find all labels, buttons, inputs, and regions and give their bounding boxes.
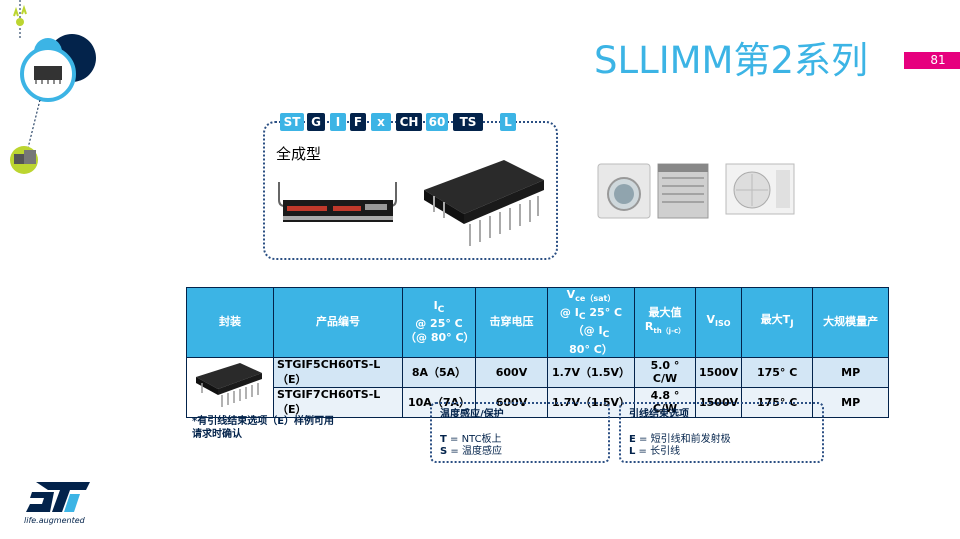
part-code-box: ST xyxy=(280,113,304,131)
rth-top: 最大值 xyxy=(648,306,682,320)
col-part-number: 产品编号 xyxy=(273,287,403,358)
part-code-box: F xyxy=(350,113,366,131)
col-tj: 最大TJ xyxy=(741,287,814,358)
row1-ic: 8A（5A） xyxy=(402,356,476,388)
temp-sense-title: 温度感应/保护 xyxy=(440,409,504,420)
col-vce: Vce（sat） @ IC 25° C （@ IC 80° C） xyxy=(547,287,635,358)
part-code-box: TS xyxy=(453,113,483,131)
table-header-row: 封装 产品编号 IC @ 25° C （@ 80° C） 击穿电压 Vce（sa… xyxy=(186,287,890,358)
temp-sense-line-s: S = 温度感应 xyxy=(440,446,502,457)
col-breakdown: 击穿电压 xyxy=(475,287,548,358)
vce-cond-80: （@ IC 80° C） xyxy=(569,324,613,356)
col-ic: IC @ 25° C （@ 80° C） xyxy=(402,287,476,358)
row1-tj: 175° C xyxy=(741,356,814,388)
vce-symbol: V xyxy=(566,288,576,301)
part-code-box: CH xyxy=(396,113,422,131)
row1-vce: 1.7V（1.5V） xyxy=(547,356,635,388)
col-package: 封装 xyxy=(186,287,274,358)
ic-subscript: C xyxy=(437,304,445,316)
rth-symbol: R xyxy=(644,320,654,334)
page-number-badge: 81 xyxy=(904,52,960,69)
package-image-cell xyxy=(186,356,274,418)
part-code-box: L xyxy=(500,113,516,131)
st-logo xyxy=(26,480,92,514)
row2-viso: 1500V xyxy=(694,386,743,418)
logo-tagline: life.augmented xyxy=(24,516,85,525)
appliance-images xyxy=(596,160,796,220)
vce-subscript: ce（sat） xyxy=(575,294,616,304)
temp-sense-line-t: T = NTC板上 xyxy=(440,434,502,445)
lead-option-box: 引线结束选项 E = 短引线和前发射极 L = 长引线 xyxy=(619,402,824,463)
product-table: 封装 产品编号 IC @ 25° C （@ 80° C） 击穿电压 Vce（sa… xyxy=(186,287,890,418)
module-graphic xyxy=(424,160,544,246)
row1-rth: 5.0 ° C/W xyxy=(634,356,696,388)
note-line-1: *有引线结束选项（E）样例可用 xyxy=(192,416,335,427)
slide-title: SLLIMM第2系列 xyxy=(594,39,869,82)
row1-viso: 1500V xyxy=(694,356,743,388)
row1-status: MP xyxy=(812,356,890,388)
appliance-graphic xyxy=(597,163,795,219)
col-viso: VISO xyxy=(694,287,743,358)
ic-symbol: I xyxy=(433,299,438,313)
page-number: 81 xyxy=(930,53,946,67)
part-code-box: 60 xyxy=(426,113,448,131)
lead-option-line-l: L = 长引线 xyxy=(629,446,681,457)
row2-status: MP xyxy=(812,386,890,418)
part-code-box: G xyxy=(307,113,325,131)
full-mold-label: 全成型 xyxy=(276,145,322,163)
col-mass-production: 大规模量产 xyxy=(812,287,890,358)
note-line-2: 请求时确认 xyxy=(192,429,242,440)
vce-cond-25: @ IC 25° C xyxy=(559,306,623,323)
ic-cond-80: （@ 80° C） xyxy=(405,331,475,345)
lead-option-line-e: E = 短引线和前发射极 xyxy=(629,434,731,445)
ic-cond-25: @ 25° C xyxy=(415,317,463,331)
cross-section-image xyxy=(275,180,400,230)
temp-sense-box: 温度感应/保护 T = NTC板上 S = 温度感应 xyxy=(430,402,610,463)
left-decoration xyxy=(0,0,110,200)
col-rth: 最大值 Rth（j-c） xyxy=(634,287,696,358)
module-image xyxy=(414,150,552,248)
st-logo-graphic xyxy=(26,482,90,512)
decoration-graphic xyxy=(10,0,96,174)
row2-part: STGIF7CH60TS-L（E） xyxy=(273,386,403,418)
cross-section-graphic xyxy=(278,182,397,222)
rth-subscript: th（j-c） xyxy=(653,327,686,336)
row1-part: STGIF5CH60TS-L（E） xyxy=(273,356,403,388)
table-row: STGIF5CH60TS-L（E） 8A（5A） 600V 1.7V（1.5V）… xyxy=(186,356,890,418)
part-code-box: x xyxy=(371,113,391,131)
package-image xyxy=(196,362,262,407)
lead-option-title: 引线结束选项 xyxy=(629,409,689,420)
sample-note: *有引线结束选项（E）样例可用 请求时确认 xyxy=(192,415,362,441)
row1-bv: 600V xyxy=(475,356,548,388)
part-code-box: I xyxy=(330,113,346,131)
